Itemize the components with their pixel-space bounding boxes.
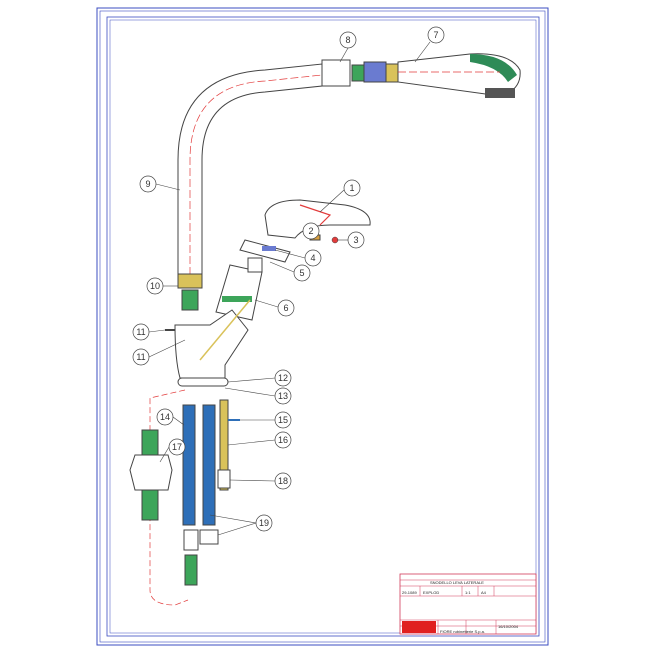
- callout-16: 16: [274, 431, 292, 449]
- callout-5: 5: [293, 264, 311, 282]
- callout-15: 15: [274, 411, 292, 429]
- svg-text:18: 18: [278, 476, 288, 486]
- drawing-frame: [96, 7, 549, 646]
- mesh-hose-segment: [181, 289, 199, 311]
- callout-18: 18: [274, 472, 292, 490]
- svg-text:17: 17: [172, 442, 182, 452]
- flexible-hoses: [129, 399, 240, 586]
- lever-handle: [239, 199, 371, 263]
- svg-text:6: 6: [283, 303, 288, 313]
- svg-text:SNODELLO LEVA LATERALE: SNODELLO LEVA LATERALE: [430, 580, 484, 585]
- callout-4: 4: [304, 249, 322, 267]
- callout-11b: 11: [132, 348, 150, 366]
- spray-head: [397, 53, 521, 98]
- svg-text:1:1: 1:1: [465, 590, 471, 595]
- svg-text:4: 4: [310, 253, 315, 263]
- company-logo: [402, 621, 436, 633]
- svg-text:5: 5: [299, 268, 304, 278]
- svg-text:19: 19: [259, 518, 269, 528]
- callout-11a: 11: [132, 323, 150, 341]
- callout-17: 17: [168, 438, 186, 456]
- callout-12: 12: [274, 369, 292, 387]
- callout-3: 3: [347, 231, 365, 249]
- svg-text:16: 16: [278, 435, 288, 445]
- svg-text:3: 3: [353, 235, 358, 245]
- callout-10: 10: [146, 277, 164, 295]
- callout-9: 9: [139, 175, 157, 193]
- svg-text:16/10/2004: 16/10/2004: [498, 624, 519, 629]
- callout-19: 19: [255, 514, 273, 532]
- svg-text:12: 12: [278, 373, 288, 383]
- svg-text:A4: A4: [481, 590, 487, 595]
- callout-6: 6: [277, 299, 295, 317]
- callout-14: 14: [156, 408, 174, 426]
- callout-8: 8: [339, 31, 357, 49]
- spout-tube: [177, 59, 399, 289]
- svg-text:13: 13: [278, 391, 288, 401]
- svg-text:EXPLOD: EXPLOD: [423, 590, 439, 595]
- svg-text:10: 10: [150, 281, 160, 291]
- svg-text:14: 14: [160, 412, 170, 422]
- callout-2: 2: [302, 222, 320, 240]
- svg-text:7: 7: [433, 30, 438, 40]
- callout-13: 13: [274, 387, 292, 405]
- svg-text:1: 1: [349, 183, 354, 193]
- cartridge: [215, 257, 263, 321]
- callout-7: 7: [427, 26, 445, 44]
- svg-text:29-1089: 29-1089: [402, 590, 417, 595]
- svg-text:11: 11: [136, 352, 145, 362]
- svg-text:9: 9: [145, 179, 150, 189]
- svg-text:11: 11: [136, 327, 145, 337]
- svg-text:8: 8: [345, 35, 350, 45]
- faucet-body: [165, 299, 251, 387]
- svg-text:FIORE rubinetterie S.p.a.: FIORE rubinetterie S.p.a.: [440, 629, 485, 634]
- title-block: SNODELLO LEVA LATERALE 29-1089 EXPLOD 1:…: [399, 573, 537, 635]
- assembly-leader-line: [149, 389, 189, 606]
- callout-1: 1: [343, 179, 361, 197]
- svg-text:15: 15: [278, 415, 288, 425]
- svg-text:2: 2: [308, 226, 313, 236]
